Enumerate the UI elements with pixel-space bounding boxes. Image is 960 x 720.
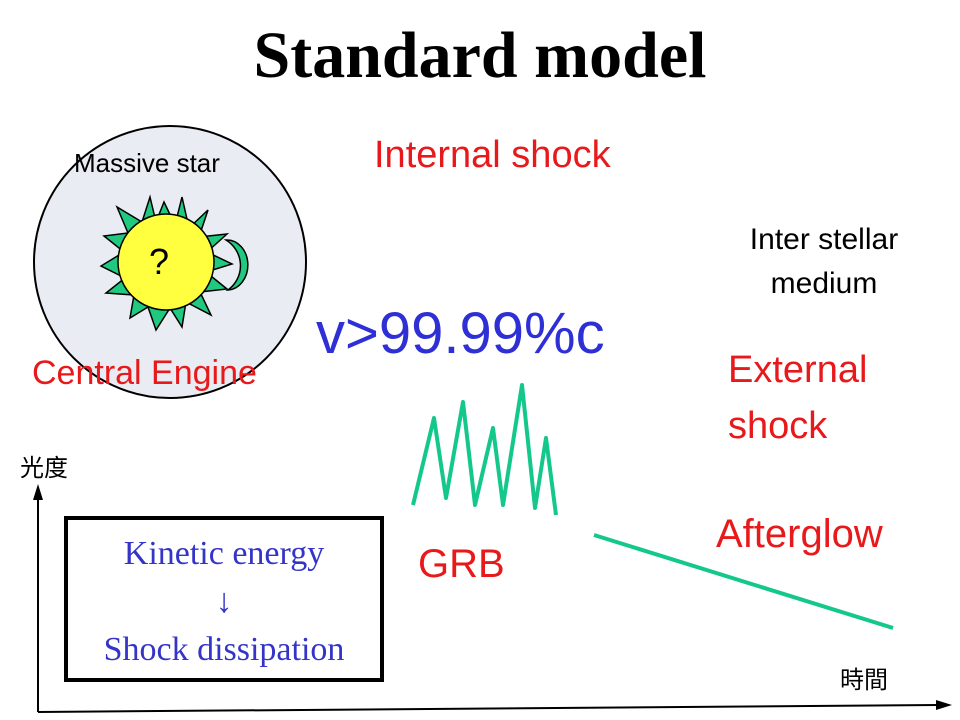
x-axis-arrowhead	[936, 700, 952, 710]
external-shock-label: External shock	[728, 342, 867, 454]
external-shock-line-1: External	[728, 349, 868, 391]
shock-dissipation-text: Shock dissipation	[103, 631, 345, 668]
grb-label: GRB	[418, 542, 505, 586]
crescent-icon	[223, 239, 249, 291]
velocity-label: v>99.99%c	[316, 301, 605, 366]
sun-icon	[117, 213, 215, 311]
massive-star-label: Massive star	[74, 148, 220, 178]
ism-line-1: Inter stellar	[749, 223, 899, 256]
internal-shock-label: Internal shock	[374, 134, 611, 176]
y-axis-label: 光度	[20, 454, 68, 482]
grb-pulse-curve	[411, 383, 558, 516]
external-shock-line-2: shock	[728, 405, 828, 447]
x-axis-label: 時間	[840, 666, 888, 694]
inter-stellar-medium-label: Inter stellar medium	[704, 218, 944, 306]
y-axis-arrowhead	[33, 484, 43, 500]
down-arrow-icon: ↓	[215, 583, 233, 620]
afterglow-curve	[593, 533, 894, 630]
afterglow-label: Afterglow	[716, 512, 883, 556]
page-title: Standard model	[253, 19, 707, 92]
energy-conversion-box: Kinetic energy ↓ Shock dissipation	[64, 516, 384, 682]
central-engine-question-mark: ?	[149, 241, 170, 282]
ism-line-2: medium	[770, 267, 878, 300]
x-axis	[37, 704, 939, 713]
central-engine-label: Central Engine	[32, 354, 257, 392]
kinetic-energy-text: Kinetic energy	[123, 535, 325, 572]
